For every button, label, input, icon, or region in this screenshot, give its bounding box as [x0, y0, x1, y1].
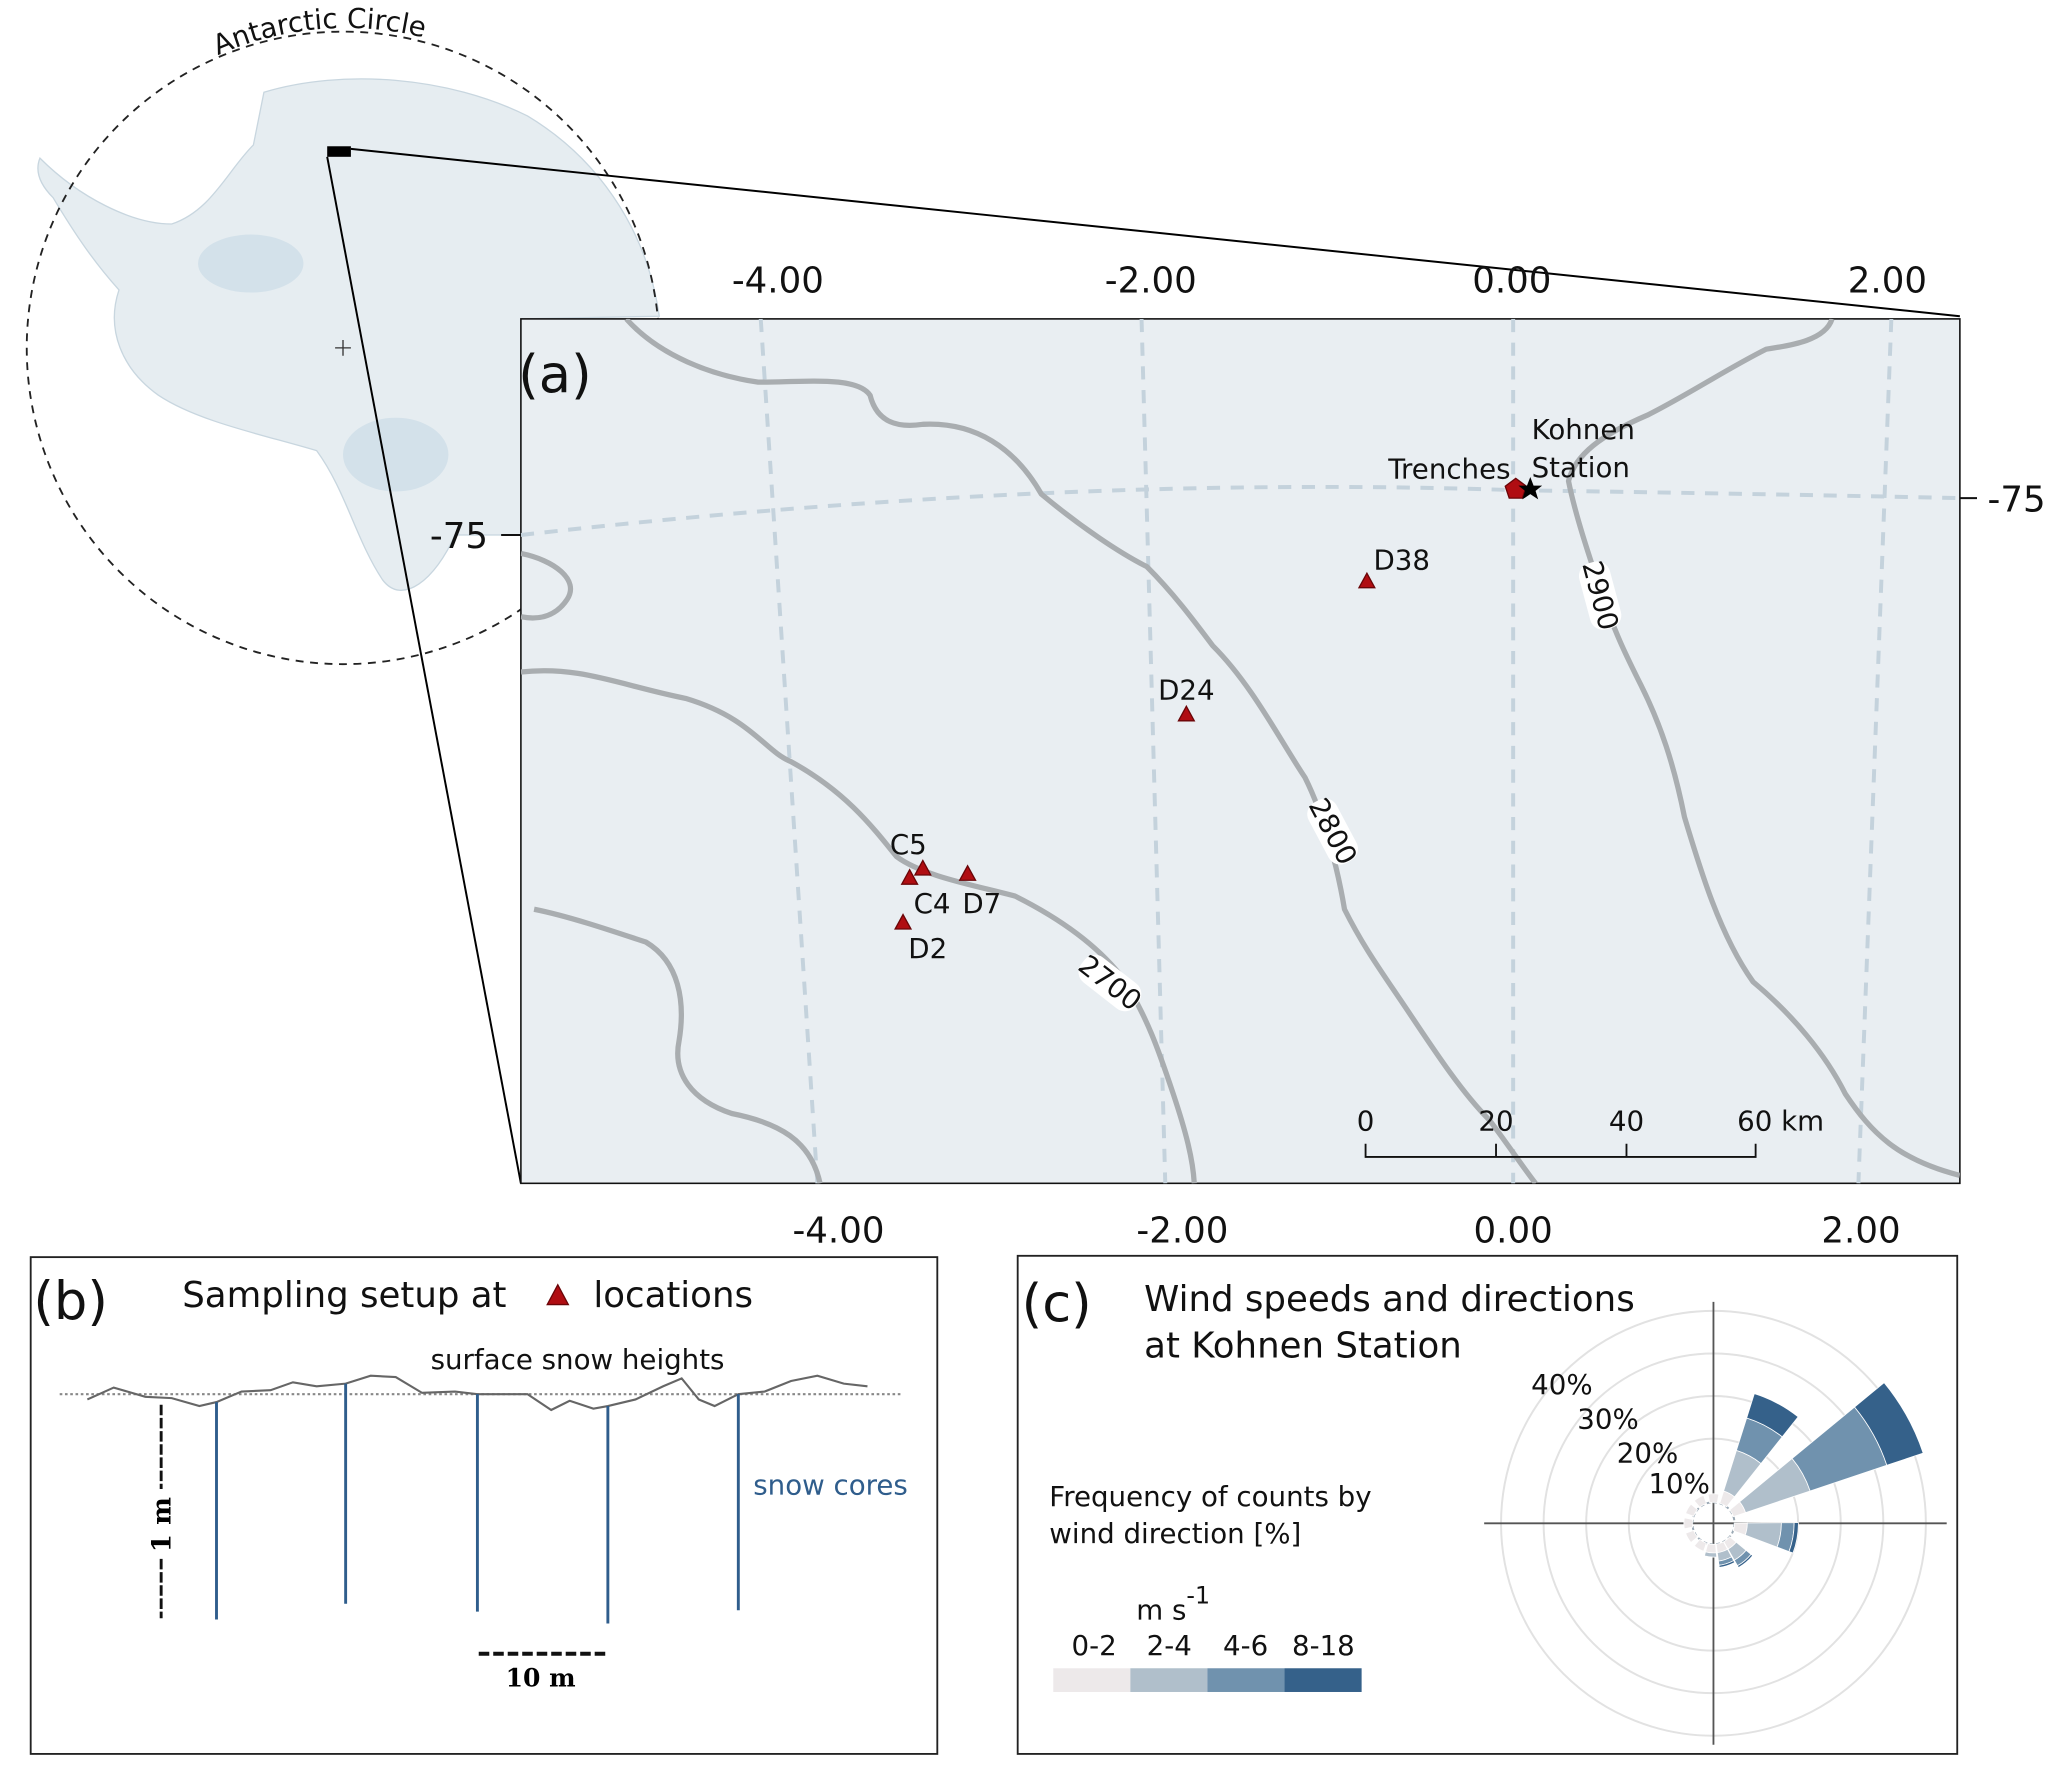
panel-c-wind-rose: (c) Wind speeds and directions at Kohnen…: [1016, 1254, 1959, 1755]
ring-label-10: 10%: [1648, 1467, 1709, 1500]
petal-270-0-2: [1683, 1517, 1694, 1530]
panel-b-title-part2: locations: [593, 1275, 753, 1316]
site-marker-d24: [1177, 704, 1196, 722]
legend-swatch-2-4: [1130, 1668, 1208, 1692]
site-label-d7: D7: [962, 887, 1001, 920]
legend-label-0-2: 0-2: [1072, 1629, 1117, 1662]
map-background: [520, 318, 1961, 1185]
panel-c-title-line1: Wind speeds and directions: [1144, 1279, 1635, 1320]
snow-cores-label: snow cores: [753, 1468, 908, 1501]
contour-2900: [1565, 318, 1960, 1178]
inset-map: Antarctic Circle: [25, 2, 1960, 1184]
distance-scale: 10 m: [478, 1651, 607, 1693]
ring-label-40: 40%: [1531, 1368, 1592, 1401]
legend-swatch-0-2: [1053, 1668, 1131, 1692]
petal-0-0-2: [1707, 1493, 1720, 1504]
petal-210-0-2: [1693, 1538, 1707, 1552]
scale-tick-20: 20: [1478, 1105, 1513, 1138]
petal-330-0-2: [1693, 1494, 1707, 1508]
legend-swatch-8-18: [1284, 1668, 1362, 1692]
panel-b-title-part1: Sampling setup at: [182, 1275, 506, 1316]
trenches-label: Trenches: [1387, 452, 1510, 485]
speed-unit-label: m s-1: [1136, 1582, 1210, 1627]
site-marker-d7: [958, 864, 977, 881]
bottom-tick-lon-0: 0.00: [1474, 1211, 1553, 1252]
ring-label-30: 30%: [1577, 1402, 1638, 1435]
station-label-line1: Kohnen: [1532, 413, 1635, 446]
legend-label-2-4: 2-4: [1147, 1629, 1192, 1662]
scale-tick-60km: 60 km: [1737, 1105, 1824, 1138]
contour-2800: [624, 318, 1538, 1184]
snow-cores: [215, 1383, 740, 1624]
bottom-tick-lon-2: 2.00: [1821, 1211, 1900, 1252]
depth-scale: 1 m: [146, 1404, 177, 1619]
site-label-d24: D24: [1158, 674, 1215, 707]
wind-rose-chart: 10%20%30%40%: [1484, 1301, 1947, 1745]
scale-tick-0: 0: [1357, 1105, 1375, 1138]
site-marker-d2: [894, 913, 913, 930]
elevation-contours: [520, 318, 1960, 1184]
legend-swatch-4-6: [1207, 1668, 1285, 1692]
bottom-tick-lon-minus4: -4.00: [792, 1211, 884, 1252]
zoom-line-bottom: [326, 156, 522, 1184]
petal-140-8-18: [1736, 1553, 1754, 1569]
ring-label-20: 20%: [1617, 1437, 1678, 1470]
petal-61-8-18: [1853, 1382, 1924, 1466]
distance-scale-label: 10 m: [506, 1663, 576, 1693]
site-triangle-icon: [546, 1283, 570, 1306]
site-label-d38: D38: [1373, 543, 1430, 576]
scale-tick-40: 40: [1609, 1105, 1644, 1138]
kohnen-station-star-icon: [1518, 477, 1543, 500]
frequency-label-line1: Frequency of counts by: [1049, 1480, 1371, 1513]
ice-shelf-ross: [343, 417, 449, 492]
site-marker-c4: [900, 868, 919, 885]
speed-legend: 0-2 2-4 4-6 8-18: [1053, 1629, 1362, 1692]
legend-label-4-6: 4-6: [1223, 1629, 1268, 1662]
graticule: [520, 318, 1960, 1184]
petal-185-0-2: [1705, 1543, 1717, 1554]
panel-b-label: (b): [33, 1271, 108, 1332]
station-label-line2: Station: [1532, 451, 1630, 484]
petal-240-0-2: [1685, 1529, 1698, 1544]
petal-100-8-18: [1788, 1522, 1799, 1554]
top-tick-lon-0: 0.00: [1472, 261, 1551, 302]
petal-300-0-2: [1685, 1503, 1698, 1517]
top-tick-lon-2: 2.00: [1848, 261, 1927, 302]
right-tick-lat-75: -75: [1988, 479, 2046, 520]
antarctic-circle-label: Antarctic Circle: [208, 2, 430, 62]
panel-a-map: 2700 2800 2900 (a) -4.00 -2.00 0.00 2.00…: [430, 261, 2046, 1252]
scale-bar: 0 20 40 60 km: [1357, 1105, 1824, 1158]
petal-162-8-18: [1718, 1560, 1736, 1568]
legend-label-8-18: 8-18: [1292, 1629, 1355, 1662]
ice-shelf-weddell: [198, 234, 304, 293]
study-area-box: [327, 146, 351, 157]
petal-185-2-4: [1703, 1551, 1718, 1558]
surface-snow-heights-label: surface snow heights: [431, 1343, 725, 1376]
panel-b-sampling-setup: (b) Sampling setup at locations surface …: [29, 1256, 939, 1755]
bottom-tick-lon-minus2: -2.00: [1136, 1211, 1228, 1252]
panel-c-title-line2: at Kohnen Station: [1144, 1325, 1462, 1366]
top-tick-lon-minus4: -4.00: [732, 261, 824, 302]
panel-c-label: (c): [1022, 1274, 1092, 1335]
depth-scale-label: 1 m: [146, 1497, 177, 1553]
site-marker-d38: [1357, 571, 1376, 589]
top-tick-lon-minus2: -2.00: [1105, 261, 1197, 302]
contour-lobe-left: [520, 550, 574, 621]
contour-lobe-bottom: [533, 906, 823, 1184]
pole-cross: [335, 339, 351, 356]
surface-profile: [86, 1374, 868, 1412]
frequency-label-line2: wind direction [%]: [1049, 1517, 1301, 1550]
site-marker-c5: [913, 859, 932, 876]
left-tick-lat-75: -75: [430, 516, 488, 557]
petal-28-8-18: [1746, 1393, 1799, 1438]
site-label-c4: C4: [914, 887, 951, 920]
site-label-d2: D2: [908, 932, 947, 965]
trenches-marker: [1504, 477, 1528, 499]
site-label-c5: C5: [890, 828, 927, 861]
zoom-line-top: [350, 147, 1960, 318]
antarctica-landmass: [37, 78, 661, 591]
panel-a-label: (a): [518, 345, 591, 406]
